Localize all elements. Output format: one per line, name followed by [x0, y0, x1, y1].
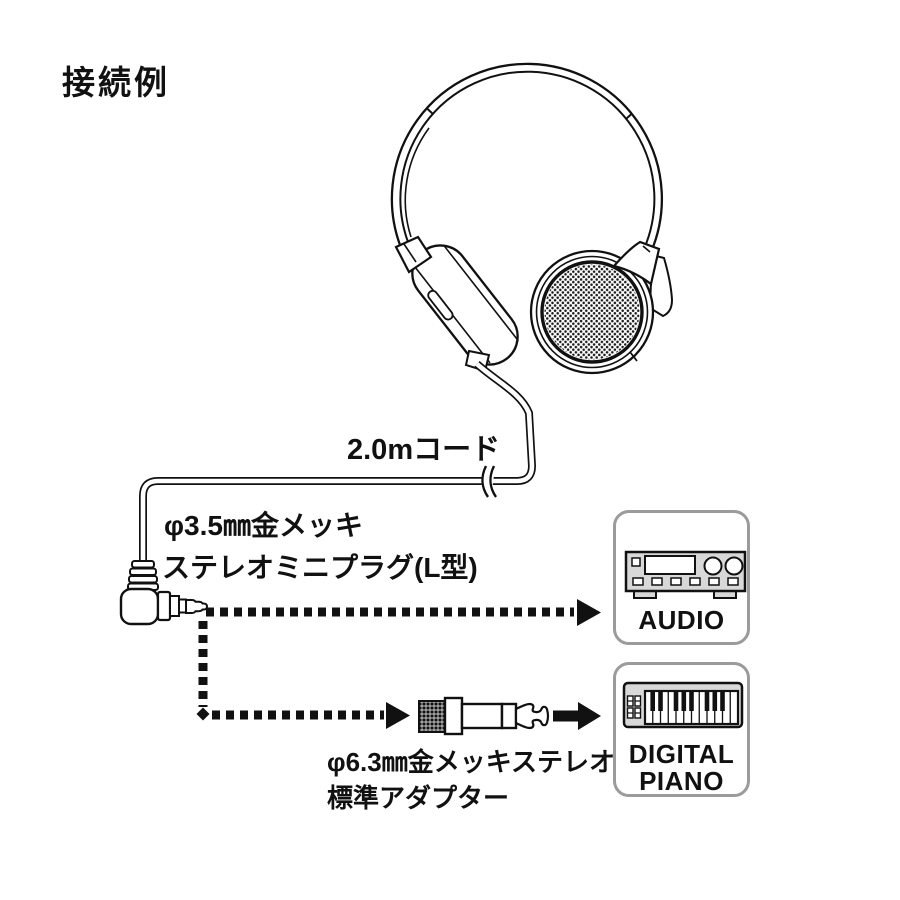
- dashed-arrow-to-adapter: [196, 621, 410, 729]
- mini-plug-label-line1: φ3.5㎜金メッキ: [164, 510, 363, 541]
- cord-length-label: 2.0mコード: [347, 434, 501, 466]
- adapter-label-line1: φ6.3㎜金メッキステレオ: [327, 747, 615, 777]
- digital-piano-device-label: DIGITAL PIANO: [616, 741, 747, 795]
- ear-cup-grille: [529, 249, 655, 375]
- mini-plug-L-icon: [119, 560, 209, 626]
- piano-keyboard-icon: [622, 681, 744, 729]
- arrowhead-audio: [577, 599, 601, 626]
- digital-piano-label-line1: DIGITAL: [628, 739, 735, 769]
- audio-device-label: AUDIO: [638, 605, 725, 635]
- mini-plug-label-line2: ステレオミニプラグ(L型): [162, 552, 478, 583]
- dashed-arrow-to-audio: [206, 599, 601, 626]
- phone-plug-adapter-icon: [418, 696, 550, 736]
- headphone-cord: [139, 361, 537, 563]
- ear-cup-side: [411, 244, 519, 366]
- arrowhead-adapter: [386, 702, 410, 729]
- page-title: 接続例: [62, 64, 170, 101]
- digital-piano-label-line2: PIANO: [639, 766, 724, 796]
- stereo-receiver-icon: [624, 550, 747, 599]
- headphones-icon: [390, 62, 674, 375]
- adapter-label-line2: 標準アダプター: [327, 783, 510, 813]
- solid-arrow-to-piano: [553, 702, 601, 730]
- cable-break-mark: [480, 465, 498, 498]
